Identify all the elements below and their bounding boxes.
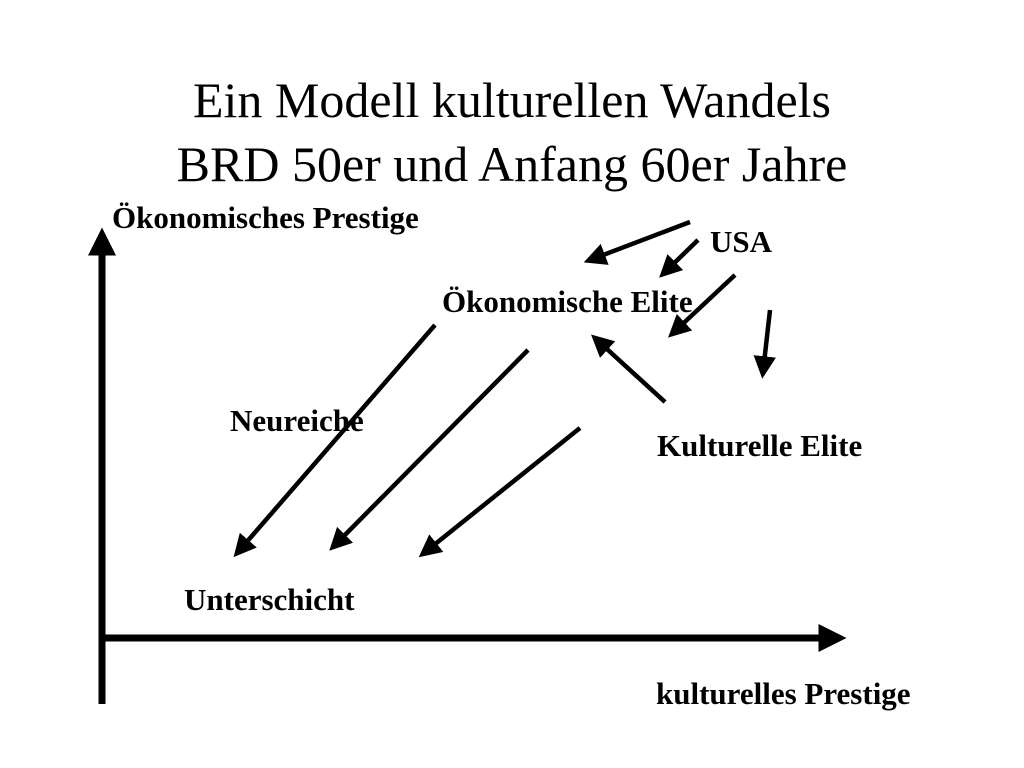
arrow-usa-to-elite-2 <box>659 238 700 278</box>
arrow-cultural-to-unterschicht <box>418 426 582 558</box>
arrow-elite-to-unterschicht-2 <box>329 348 530 551</box>
arrow-usa-to-elite-1 <box>583 219 691 265</box>
node-neureiche: Neureiche <box>230 403 364 438</box>
node-unterschicht: Unterschicht <box>184 582 355 617</box>
node-usa: USA <box>710 224 773 259</box>
title-line-2: BRD 50er und Anfang 60er Jahre <box>176 136 848 192</box>
arrow-cultural-to-economic-elite <box>591 334 667 404</box>
arrow-usa-to-elite-3 <box>668 273 737 338</box>
arrow-elite-to-unterschicht-1 <box>233 323 437 558</box>
node-cultural-elite: Kulturelle Elite <box>657 428 863 463</box>
arrow-down-right <box>753 309 776 379</box>
node-economic-elite: Ökonomische Elite <box>442 284 693 319</box>
title-line-1: Ein Modell kulturellen Wandels <box>193 72 831 128</box>
y-axis-label: Ökonomisches Prestige <box>112 200 419 235</box>
x-axis-label: kulturelles Prestige <box>656 676 911 711</box>
slide-title: Ein Modell kulturellen Wandels BRD 50er … <box>0 68 1024 196</box>
